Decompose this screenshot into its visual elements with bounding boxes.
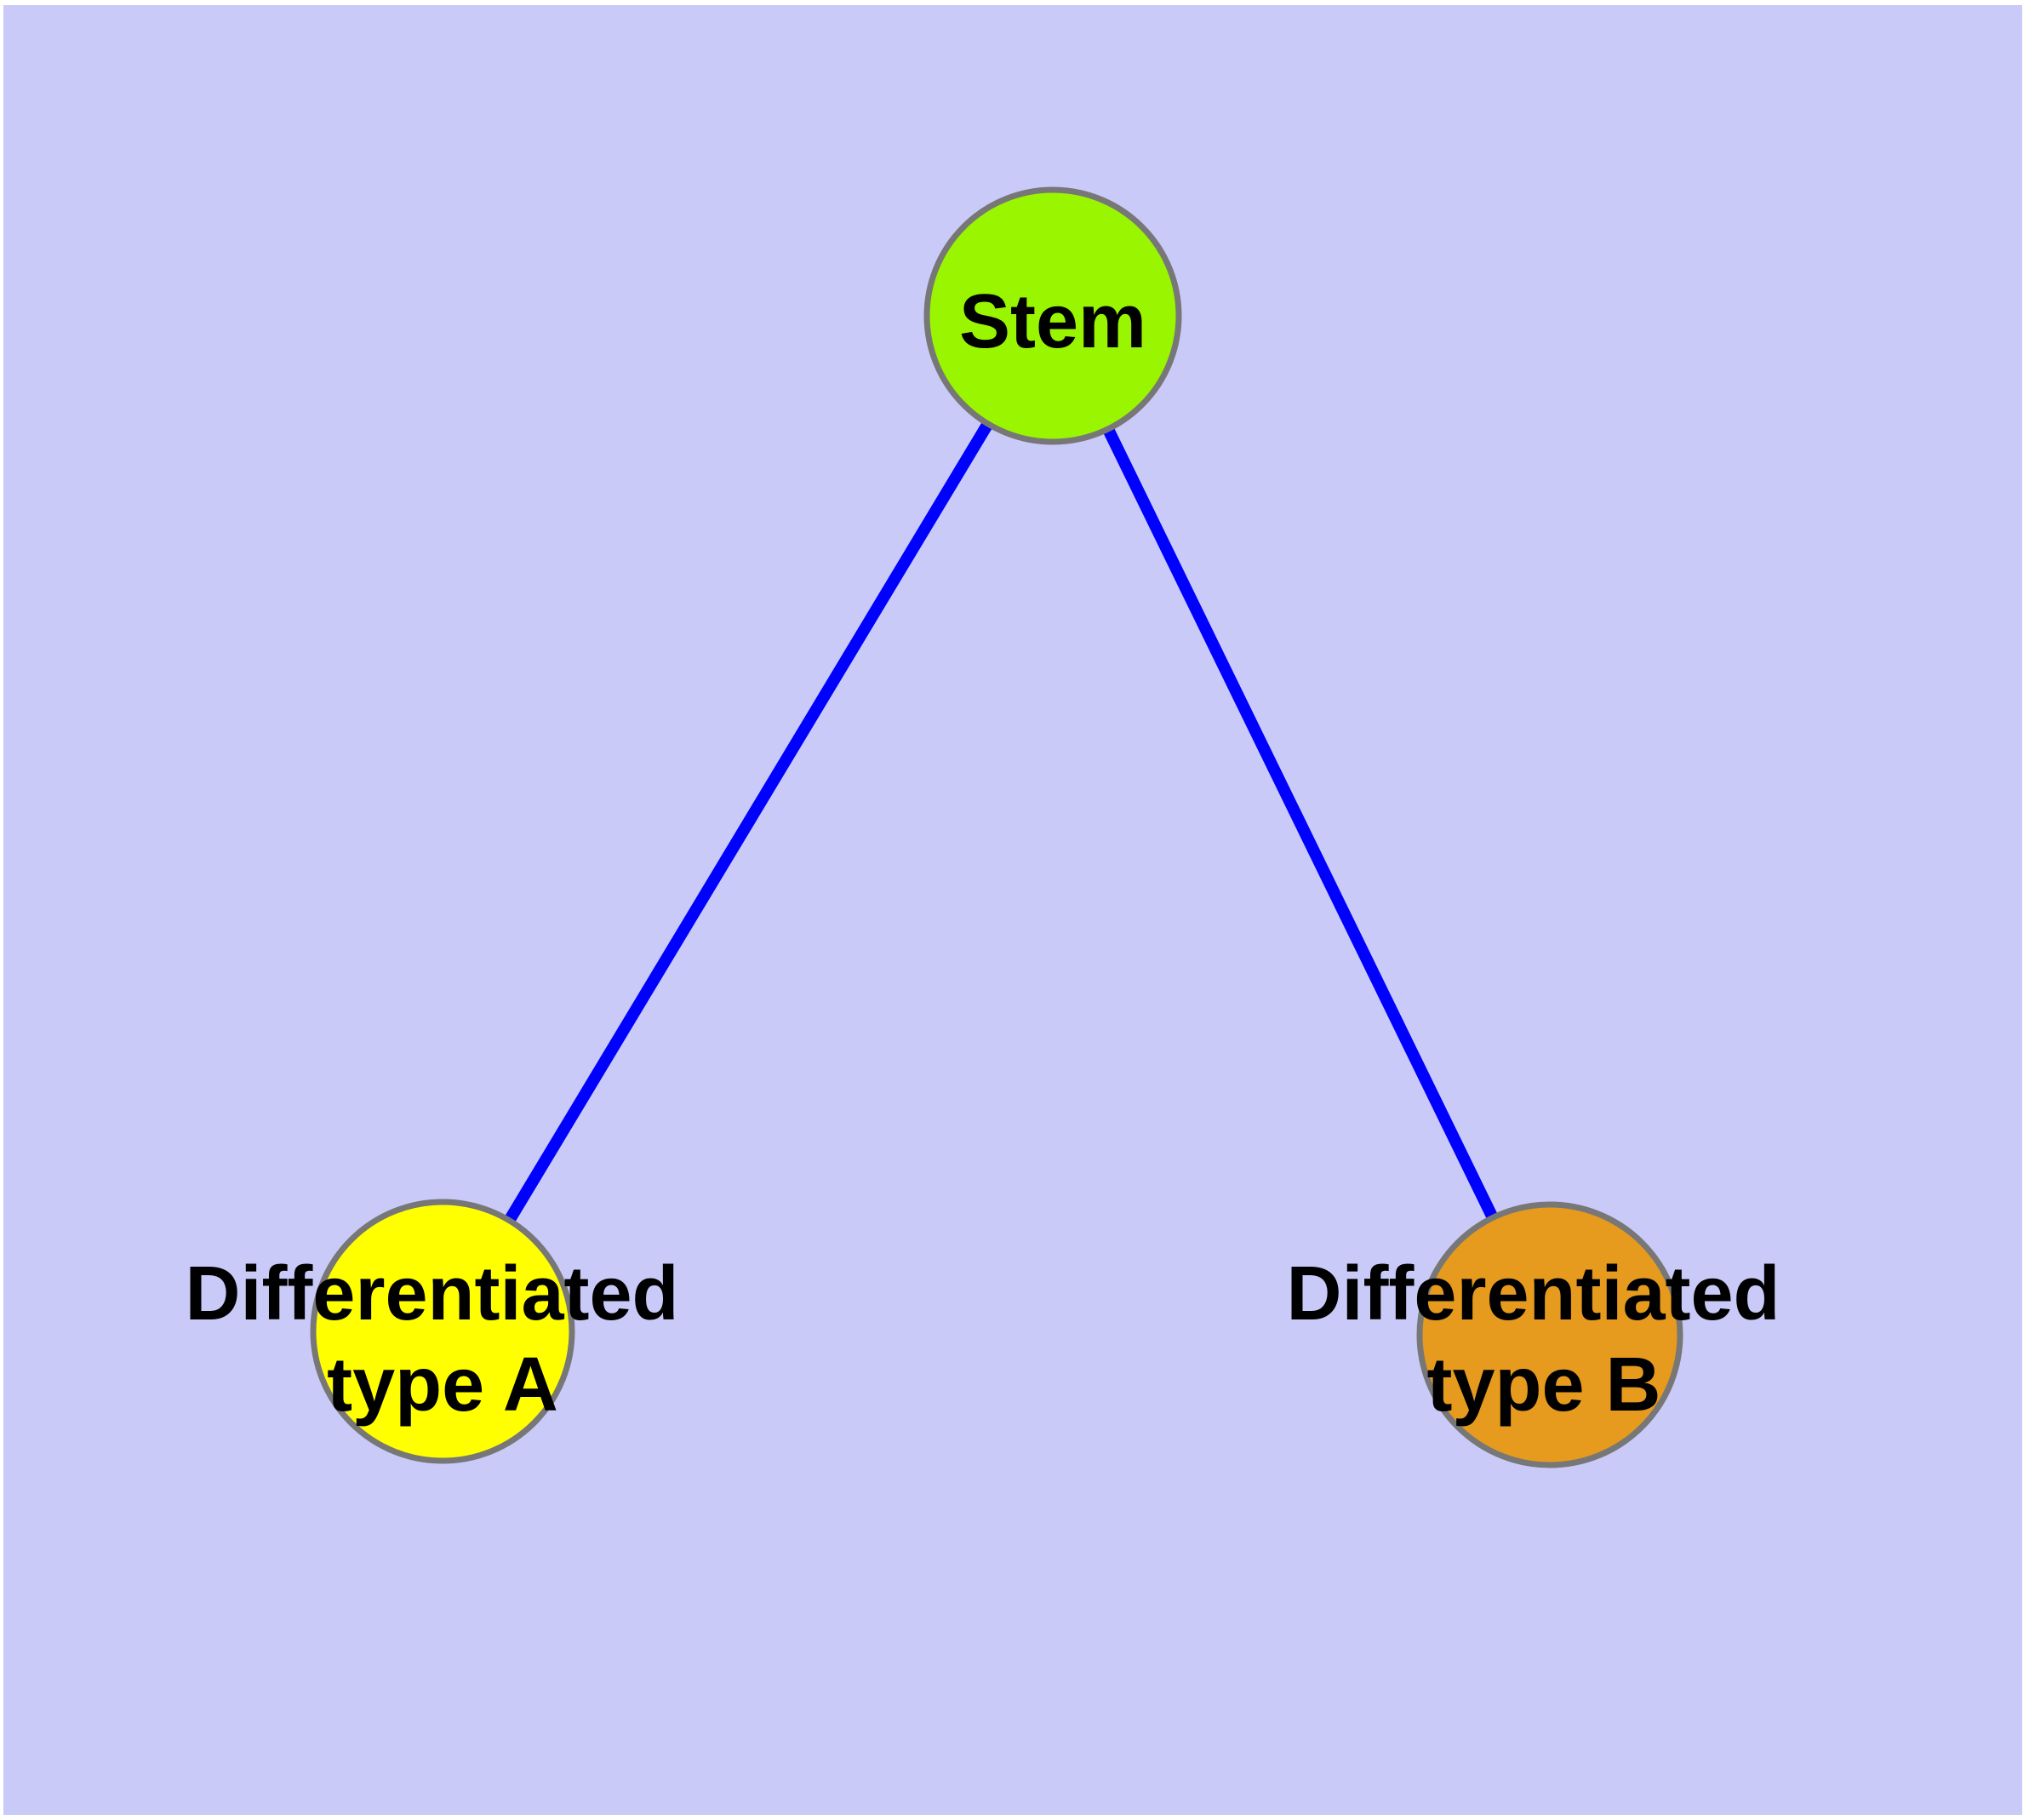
node-label-line: type B [1426, 1342, 1660, 1428]
edge-stem-to-type-a [437, 312, 1058, 1335]
node-label-differentiated-type-a: Differentiated type A [185, 1251, 700, 1428]
node-label-stem: Stem [959, 279, 1146, 364]
node-stem [923, 186, 1182, 445]
edge-stem-to-type-b [1047, 312, 1556, 1338]
node-label-differentiated-type-b: Differentiated type B [1286, 1251, 1801, 1428]
node-label-line: Differentiated [1286, 1251, 1780, 1336]
node-label-line: Differentiated [185, 1251, 678, 1336]
node-differentiated-type-b [1416, 1201, 1683, 1468]
node-label-line: type A [327, 1342, 558, 1428]
node-differentiated-type-a [310, 1199, 575, 1464]
